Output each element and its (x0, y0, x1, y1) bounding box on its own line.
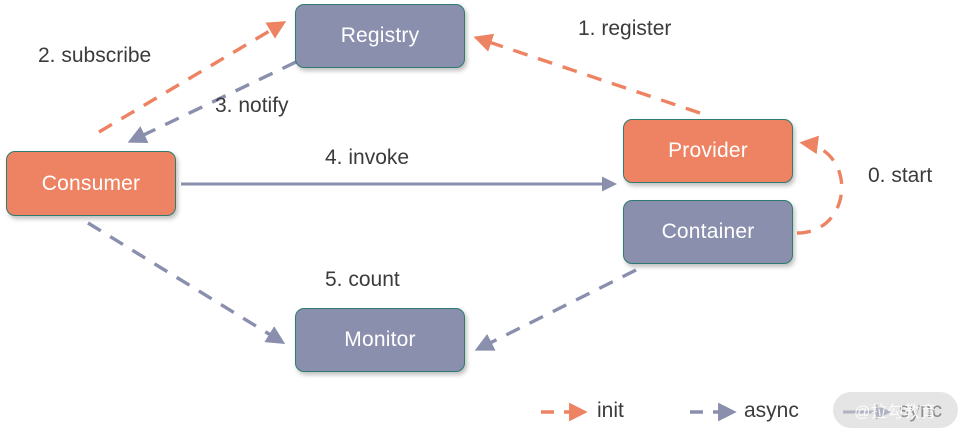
edge-label-start: 0. start (868, 164, 933, 187)
legend-label-init: init (597, 399, 624, 422)
edge-label-subscribe: 2. subscribe (38, 44, 152, 67)
edge-subscribe (98, 21, 287, 134)
edge-label-register: 1. register (578, 17, 672, 40)
edge-count-consumer (87, 221, 286, 344)
watermark-badge: @拉勾教育 (833, 392, 958, 428)
node-registry[interactable]: Registry (295, 4, 465, 68)
edge-label-invoke: 4. invoke (325, 146, 410, 169)
node-consumer[interactable]: Consumer (6, 151, 176, 216)
edge-label-notify: 3. notify (215, 94, 289, 117)
node-consumer-label: Consumer (41, 171, 141, 195)
node-container[interactable]: Container (623, 200, 793, 264)
legend-label-async: async (744, 399, 799, 422)
node-monitor-label: Monitor (344, 328, 416, 351)
node-container-label: Container (661, 220, 755, 243)
edge-notify (127, 60, 297, 143)
node-registry-label: Registry (340, 24, 420, 47)
node-provider-label: Provider (668, 139, 748, 162)
edge-label-count: 5. count (325, 268, 400, 291)
edge-start (796, 135, 844, 235)
edge-register (473, 33, 701, 115)
node-monitor[interactable]: Monitor (295, 308, 465, 372)
edge-count-container (474, 268, 637, 351)
node-provider[interactable]: Provider (623, 119, 793, 183)
